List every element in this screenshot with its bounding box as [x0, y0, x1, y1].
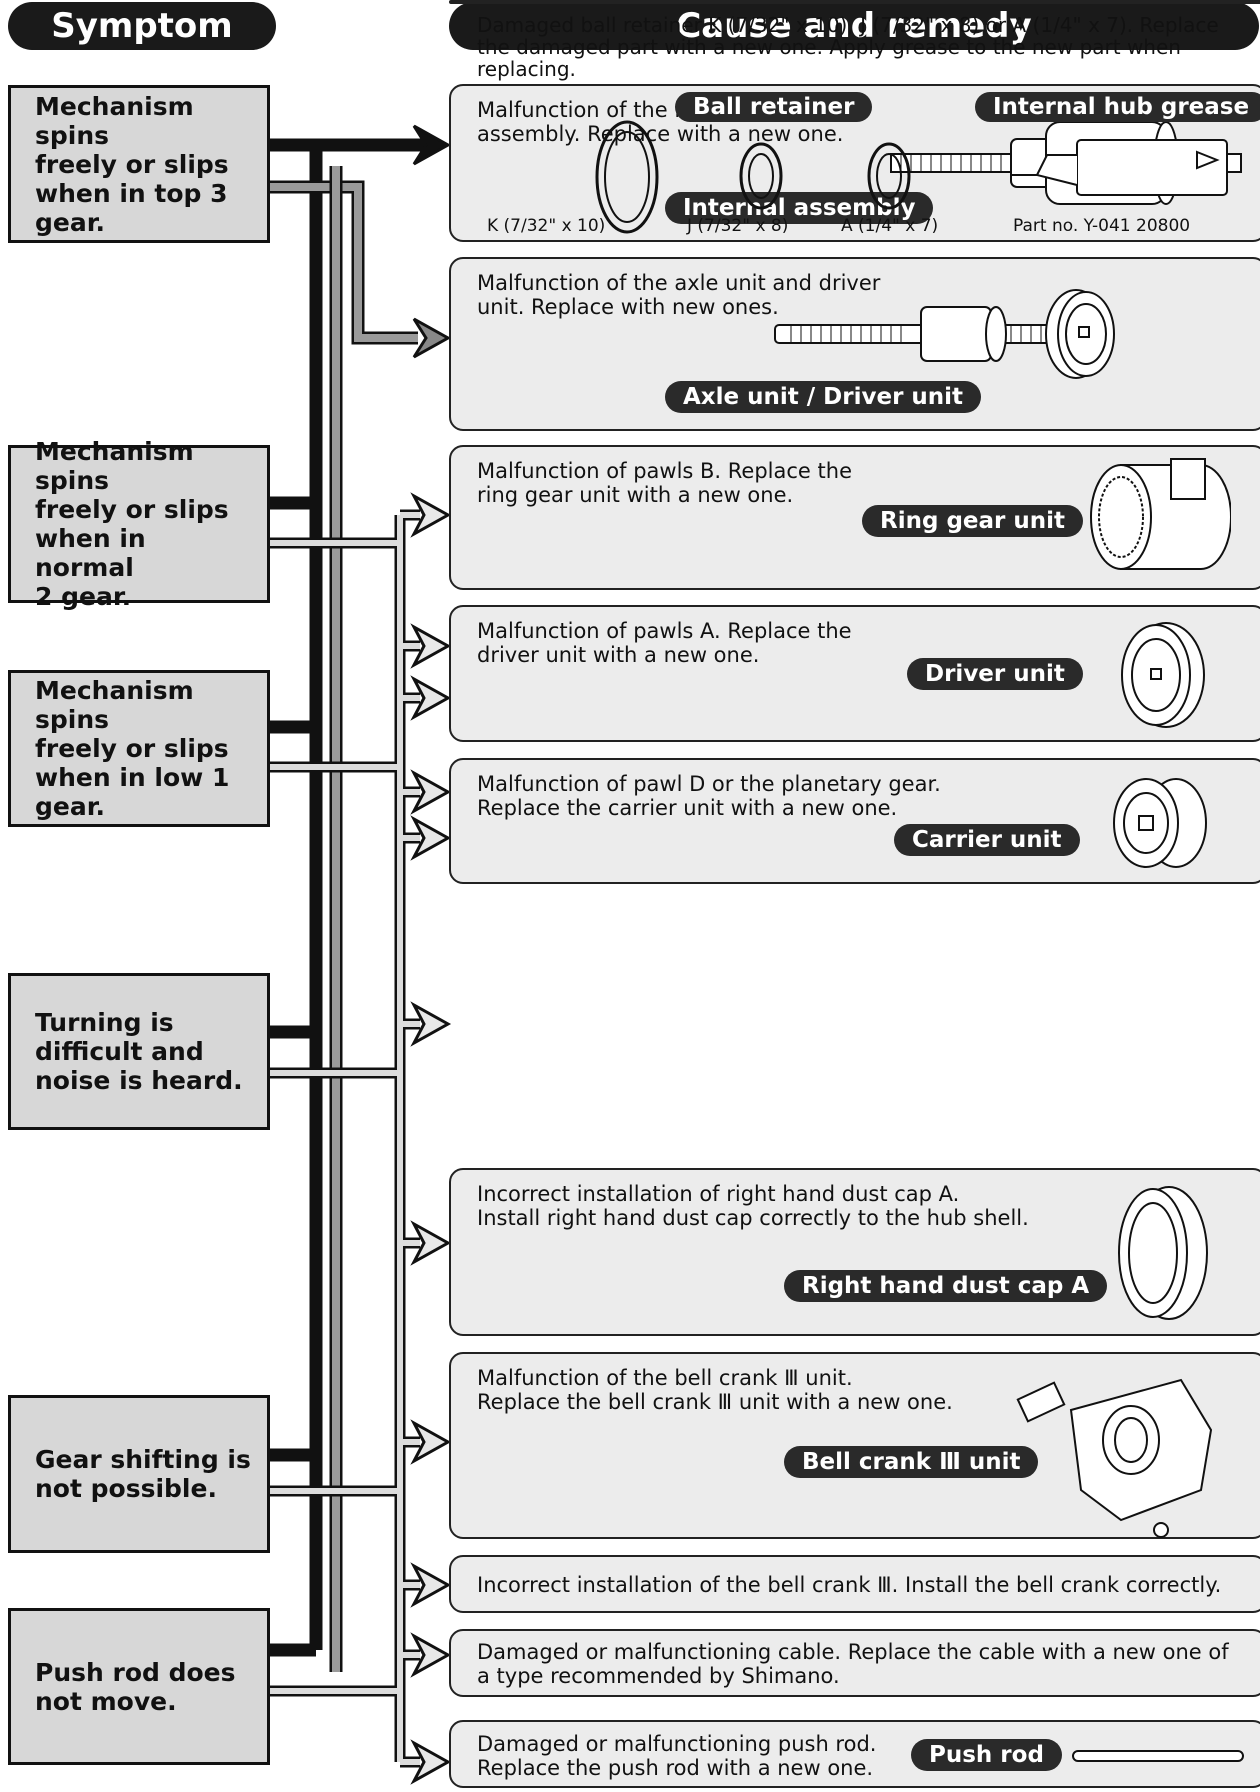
cause-box-carrier-unit: Malfunction of pawl D or the planetary g… — [449, 758, 1260, 884]
ball-retainer-j-illustration — [739, 142, 783, 210]
part-label: Carrier unit — [894, 824, 1080, 856]
symptom-text: Mechanism spins freely or slips when in … — [35, 676, 230, 821]
part-label: Ball retainer — [675, 92, 873, 122]
cause-text: Damaged or malfunctioning cable. Replace… — [477, 1640, 1229, 1688]
symptom-text: Mechanism spins freely or slips when in … — [35, 91, 229, 237]
symptom-text: Mechanism spins freely or slips when in … — [35, 437, 229, 611]
cause-text: Damaged ball retainer K (7/32" x 10), J … — [477, 13, 1219, 81]
symptom-box: Push rod does not move. — [8, 1608, 270, 1765]
part-label: Ring gear unit — [862, 505, 1083, 537]
cause-box-cable: Damaged or malfunctioning cable. Replace… — [449, 1629, 1260, 1697]
cause-box-ring-gear-unit: Malfunction of pawls B. Replace the ring… — [449, 445, 1260, 590]
cause-box-bell-crank-unit: Malfunction of the bell crank Ⅲ unit. Re… — [449, 1352, 1260, 1539]
symptom-box: Mechanism spins freely or slips when in … — [8, 670, 270, 827]
symptom-text: Gear shifting is not possible. — [35, 1445, 251, 1503]
symptom-box: Mechanism spins freely or slips when in … — [8, 85, 270, 243]
symptom-text: Push rod does not move. — [35, 1657, 236, 1716]
dust-cap-illustration — [1118, 1186, 1208, 1320]
cause-text: Malfunction of pawls A. Replace the driv… — [477, 619, 852, 667]
cause-box-axle-driver-unit: Malfunction of the axle unit and driver … — [449, 257, 1260, 431]
axle-unit-illustration — [774, 289, 1115, 379]
symptom-box: Turning is difficult and noise is heard. — [8, 973, 270, 1130]
retainer-a-label: A (1/4" x 7) — [841, 216, 939, 236]
part-label: Axle unit / Driver unit — [665, 381, 982, 413]
cause-text: Malfunction of pawls B. Replace the ring… — [477, 459, 852, 507]
cause-box-ball-retainer: Damaged ball retainer K (7/32" x 10), J … — [449, 0, 1260, 236]
cause-text: Damaged or malfunctioning push rod. Repl… — [477, 1732, 877, 1780]
symptom-header: Symptom — [8, 2, 276, 50]
ring-gear-illustration — [1090, 458, 1231, 570]
ball-retainer-a-illustration — [867, 142, 911, 210]
cause-box-bell-crank-installation: Incorrect installation of the bell crank… — [449, 1555, 1260, 1613]
cause-text: Malfunction of pawl D or the planetary g… — [477, 772, 941, 820]
cause-text: Incorrect installation of right hand dus… — [477, 1182, 1029, 1230]
cause-box-driver-unit: Malfunction of pawls A. Replace the driv… — [449, 605, 1260, 742]
bell-crank-illustration — [1016, 1378, 1213, 1538]
carrier-unit-illustration — [1113, 778, 1207, 868]
cause-text: Malfunction of the bell crank Ⅲ unit. Re… — [477, 1366, 953, 1414]
part-label: Push rod — [911, 1739, 1062, 1771]
cause-box-push-rod: Damaged or malfunctioning push rod. Repl… — [449, 1720, 1260, 1788]
symptom-box: Mechanism spins freely or slips when in … — [8, 437, 270, 611]
symptom-box: Gear shifting is not possible. — [8, 1395, 270, 1553]
driver-unit-illustration — [1121, 622, 1205, 728]
retainer-j-label: J (7/32" x 8) — [687, 216, 789, 236]
cause-text: Incorrect installation of the bell crank… — [477, 1573, 1222, 1597]
part-label: Right hand dust cap A — [784, 1270, 1108, 1302]
part-label: Driver unit — [907, 658, 1083, 690]
grease-tube-illustration — [1011, 139, 1228, 196]
part-label: Internal hub grease — [975, 92, 1260, 122]
grease-part-no: Part no. Y-041 20800 — [1013, 216, 1191, 236]
cause-remedy-header: Cause and remedy — [449, 2, 1259, 50]
ball-retainer-k-illustration — [595, 120, 659, 234]
cause-box-dust-cap: Incorrect installation of right hand dus… — [449, 1168, 1260, 1336]
cause-text: Malfunction of the axle unit and driver … — [477, 271, 881, 319]
symptom-text: Turning is difficult and noise is heard. — [35, 1008, 243, 1095]
retainer-k-label: K (7/32" x 10) — [487, 216, 606, 236]
part-label: Bell crank Ⅲ unit — [784, 1446, 1039, 1478]
push-rod-illustration — [1072, 1750, 1244, 1762]
